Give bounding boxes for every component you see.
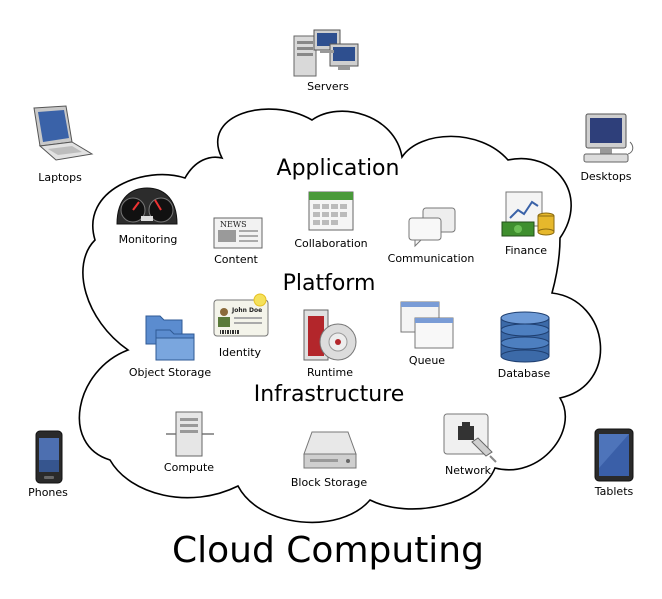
phone-icon	[35, 430, 63, 484]
database-icon	[500, 311, 550, 363]
tablet-icon	[594, 428, 634, 482]
queue-label: Queue	[408, 354, 446, 367]
hard-drive-icon	[303, 431, 357, 469]
laptops-label: Laptops	[38, 171, 82, 184]
id-badge-icon: John Doe	[213, 293, 269, 337]
folders-icon	[145, 315, 195, 361]
laptop-icon	[33, 105, 94, 161]
identity-label: Identity	[218, 346, 262, 359]
chat-bubbles-icon	[408, 207, 456, 248]
servers-label: Servers	[307, 80, 349, 93]
calendar-icon	[308, 191, 354, 231]
section-infrastructure: Infrastructure	[253, 382, 405, 407]
badge-name-text: John Doe	[231, 307, 262, 314]
phones-label: Phones	[28, 486, 68, 499]
monitoring-gauge-icon	[116, 187, 178, 225]
diagram-title: Cloud Computing	[172, 530, 484, 571]
database-label: Database	[497, 367, 551, 380]
finance-chart-money-icon	[501, 191, 555, 237]
servers-icon	[293, 29, 359, 77]
communication-label: Communication	[387, 252, 475, 265]
collaboration-label: Collaboration	[294, 237, 368, 250]
runtime-disc-icon	[303, 309, 357, 361]
compute-server-icon	[166, 411, 214, 457]
network-label: Network	[445, 464, 491, 477]
content-label: Content	[214, 253, 258, 266]
section-application: Application	[276, 156, 400, 181]
tablets-label: Tablets	[594, 485, 634, 498]
newspaper-masthead: NEWS	[220, 220, 247, 229]
desktops-label: Desktops	[580, 170, 632, 183]
network-jack-icon	[443, 413, 497, 463]
block-storage-label: Block Storage	[290, 476, 368, 489]
object-storage-label: Object Storage	[128, 366, 212, 379]
section-platform: Platform	[282, 271, 376, 296]
newspaper-icon: NEWS	[213, 217, 263, 249]
runtime-label: Runtime	[307, 366, 353, 379]
queue-windows-icon	[400, 301, 454, 349]
finance-label: Finance	[504, 244, 548, 257]
desktop-icon	[583, 113, 634, 163]
monitoring-label: Monitoring	[118, 233, 178, 246]
compute-label: Compute	[163, 461, 215, 474]
